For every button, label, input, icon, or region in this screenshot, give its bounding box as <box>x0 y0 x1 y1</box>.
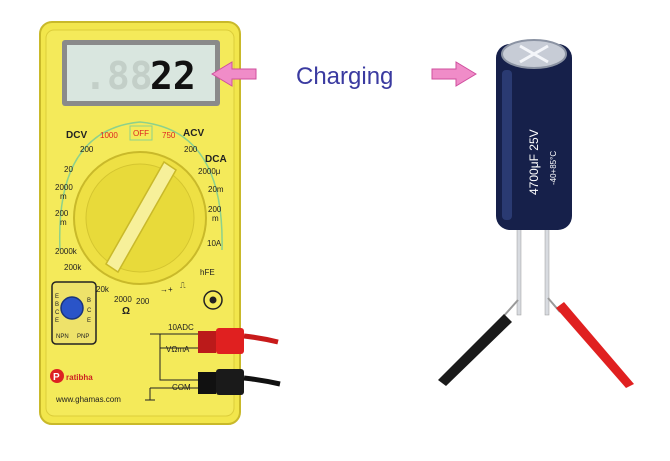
dial-label-ohm-symbol: Ω <box>122 306 130 317</box>
socket-pin-left-2: B <box>55 302 59 308</box>
jack-wiring <box>145 333 200 401</box>
caption-charging: Charging <box>296 63 393 90</box>
dial-pointer <box>105 160 177 274</box>
lcd-reading: 22 <box>150 54 196 98</box>
dial-label-ohm-2000: 2000 <box>114 295 132 304</box>
dial-label-dca: DCA <box>205 154 227 165</box>
socket-label-pnp: PNP <box>77 334 89 340</box>
red-test-probe <box>547 297 634 388</box>
capacitor-temp: -40+85°C <box>549 151 558 185</box>
dial-label-dca-2000u: 2000μ <box>198 167 221 176</box>
dial-label-dcv-1000: 1000 <box>100 131 118 140</box>
dial-off-box <box>129 125 153 141</box>
socket-pin-right-3: E <box>87 318 91 324</box>
dial-label-acv-750: 750 <box>162 131 176 140</box>
brand-logo-letter: P <box>53 372 60 383</box>
socket-pin-left-3: C <box>55 310 60 316</box>
dial-label-dca-20m: 20m <box>208 185 224 194</box>
dial-label-dca-200m: 200 <box>208 205 222 214</box>
transistor-socket: E B C E B C E NPN PNP <box>51 281 97 345</box>
lcd-ghost-digits: .88 <box>84 54 153 98</box>
dial-range-ring <box>58 121 223 251</box>
socket-pin-right-1: B <box>87 298 91 304</box>
socket-pin-right-2: C <box>87 308 92 314</box>
capacitor-lead-right <box>544 224 550 316</box>
jack-label-com: COM <box>172 383 191 392</box>
brand-url: www.ghamas.com <box>55 395 121 404</box>
dial-label-ohm-2000k: 2000k <box>55 247 78 256</box>
dial-label-ohm-20k: 20k <box>96 285 110 294</box>
brand-name: ratibha <box>66 373 93 382</box>
black-test-probe <box>438 299 519 386</box>
dial-label-diode: →+ <box>160 285 173 294</box>
brand-logo <box>50 369 64 383</box>
dial-label-dca-10a: 10A <box>207 239 222 248</box>
red-probe-plug <box>198 328 279 354</box>
dial-label-acv: ACV <box>183 128 204 139</box>
hfe-jack-center <box>209 296 217 304</box>
socket-pin-left-1: E <box>55 294 59 300</box>
capacitor-highlight <box>502 70 512 220</box>
multimeter: .88 22 DCV 1000 OFF 750 ACV 200 DCA 2000… <box>39 21 281 425</box>
dial-label-dcv: DCV <box>66 130 87 141</box>
dial-label-ohm-200: 200 <box>136 297 150 306</box>
socket-pin-left-4: E <box>55 318 59 324</box>
capacitor-rating: 4700μF 25V <box>527 129 541 195</box>
capacitor-vent <box>519 44 549 64</box>
black-probe-plug <box>198 369 281 395</box>
dial-label-dca-200m-unit: m <box>212 214 219 223</box>
socket-label-npn: NPN <box>56 334 69 340</box>
dial-label-ohm-200k: 200k <box>64 263 82 272</box>
jack-label-vohm: VΩmA <box>166 345 190 354</box>
dial-label-dcv-200: 200 <box>80 145 94 154</box>
dial-label-dcv-200m: 200 <box>55 209 69 218</box>
dial-label-dcv-2000m-unit: m <box>60 192 67 201</box>
dial-label-dcv-20: 20 <box>64 165 73 174</box>
jack-label-10adc: 10ADC <box>168 323 194 332</box>
dial-label-hfe: hFE <box>200 268 215 277</box>
dial-label-dcv-2000m: 2000 <box>55 183 73 192</box>
dial-label-acv-200: 200 <box>184 145 198 154</box>
lcd-screen <box>67 45 215 101</box>
dial-label-square-wave: ⎍ <box>180 281 186 290</box>
right-arrow <box>431 61 477 87</box>
left-arrow <box>211 61 257 87</box>
capacitor-body <box>496 44 572 230</box>
capacitor: 4700μF 25V -40+85°C <box>496 39 572 316</box>
transistor-socket-hole[interactable] <box>60 296 84 320</box>
dial-label-dcv-200m-unit: m <box>60 218 67 227</box>
dial-label-off: OFF <box>133 129 149 138</box>
